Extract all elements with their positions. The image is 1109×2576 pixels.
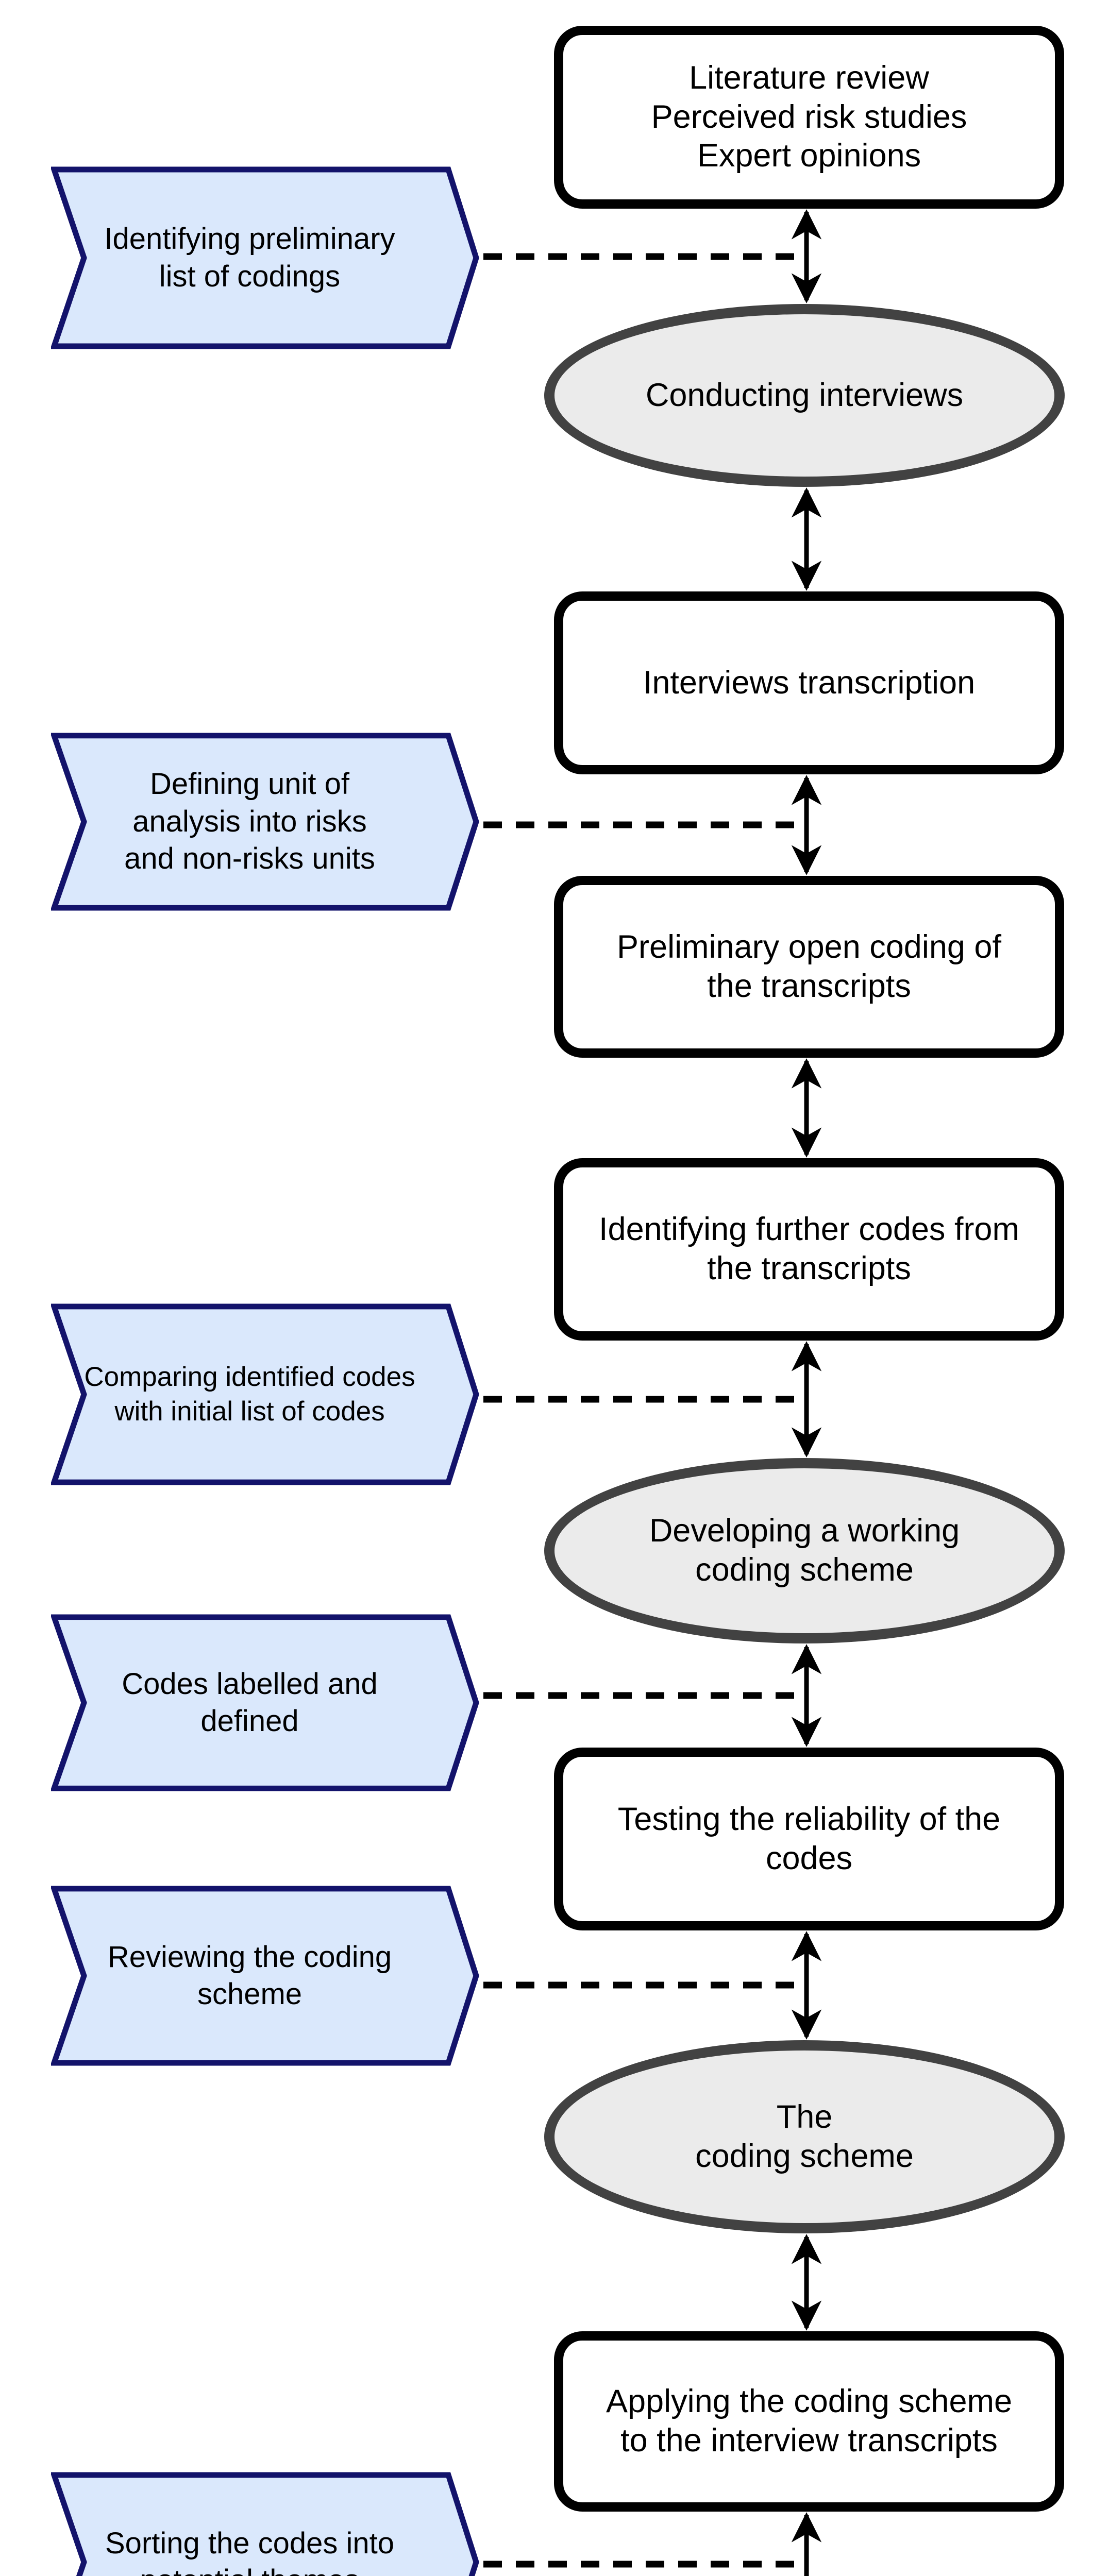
callout-codes-labelled: Codes labelled and defined	[51, 1614, 479, 1791]
node-the-coding-scheme-label: The coding scheme	[695, 2098, 914, 2174]
node-preliminary-open-coding: Preliminary open coding of the transcrip…	[554, 876, 1064, 1058]
callout-defining-unit-label: Defining unit of analysis into risks and…	[124, 767, 375, 876]
node-developing-working-scheme-label: Developing a working coding scheme	[649, 1513, 960, 1588]
callout-comparing-codes: Comparing identified codes with initial …	[51, 1303, 479, 1485]
node-applying-coding-scheme-label: Applying the coding scheme to the interv…	[606, 2383, 1012, 2459]
node-conducting-interviews: Conducting interviews	[544, 304, 1065, 487]
callout-identifying-preliminary-label: Identifying preliminary list of codings	[104, 222, 395, 293]
banner-shape	[51, 1886, 479, 2066]
node-interviews-transcription: Interviews transcription	[554, 591, 1064, 774]
node-identifying-further-codes-label: Identifying further codes from the trans…	[599, 1211, 1019, 1286]
callout-reviewing-scheme: Reviewing the coding scheme	[51, 1886, 479, 2066]
node-interviews-transcription-label: Interviews transcription	[643, 664, 976, 701]
node-literature-review-label: Literature review Perceived risk studies…	[651, 60, 967, 174]
node-testing-reliability-label: Testing the reliability of the codes	[617, 1801, 1001, 1876]
node-literature-review: Literature review Perceived risk studies…	[554, 26, 1064, 209]
banner-shape	[51, 733, 479, 911]
node-conducting-interviews-label: Conducting interviews	[645, 377, 964, 413]
banner-shape	[51, 2472, 479, 2576]
node-identifying-further-codes: Identifying further codes from the trans…	[554, 1158, 1064, 1341]
callout-sorting-codes-label: Sorting the codes into potential themes	[105, 2526, 395, 2576]
node-developing-working-scheme: Developing a working coding scheme	[544, 1458, 1065, 1643]
banner-shape	[51, 166, 479, 349]
callout-sorting-codes: Sorting the codes into potential themes	[51, 2472, 479, 2576]
callout-reviewing-scheme-label: Reviewing the coding scheme	[107, 1940, 392, 2011]
node-the-coding-scheme: The coding scheme	[544, 2040, 1065, 2233]
callout-identifying-preliminary: Identifying preliminary list of codings	[51, 166, 479, 349]
banner-shape	[51, 1303, 479, 1485]
callout-defining-unit: Defining unit of analysis into risks and…	[51, 733, 479, 911]
node-preliminary-open-coding-label: Preliminary open coding of the transcrip…	[617, 928, 1001, 1004]
node-applying-coding-scheme: Applying the coding scheme to the interv…	[554, 2331, 1064, 2512]
callout-comparing-codes-label: Comparing identified codes with initial …	[84, 1362, 415, 1427]
node-testing-reliability: Testing the reliability of the codes	[554, 1748, 1064, 1930]
callout-codes-labelled-label: Codes labelled and defined	[122, 1667, 378, 1738]
banner-shape	[51, 1614, 479, 1791]
